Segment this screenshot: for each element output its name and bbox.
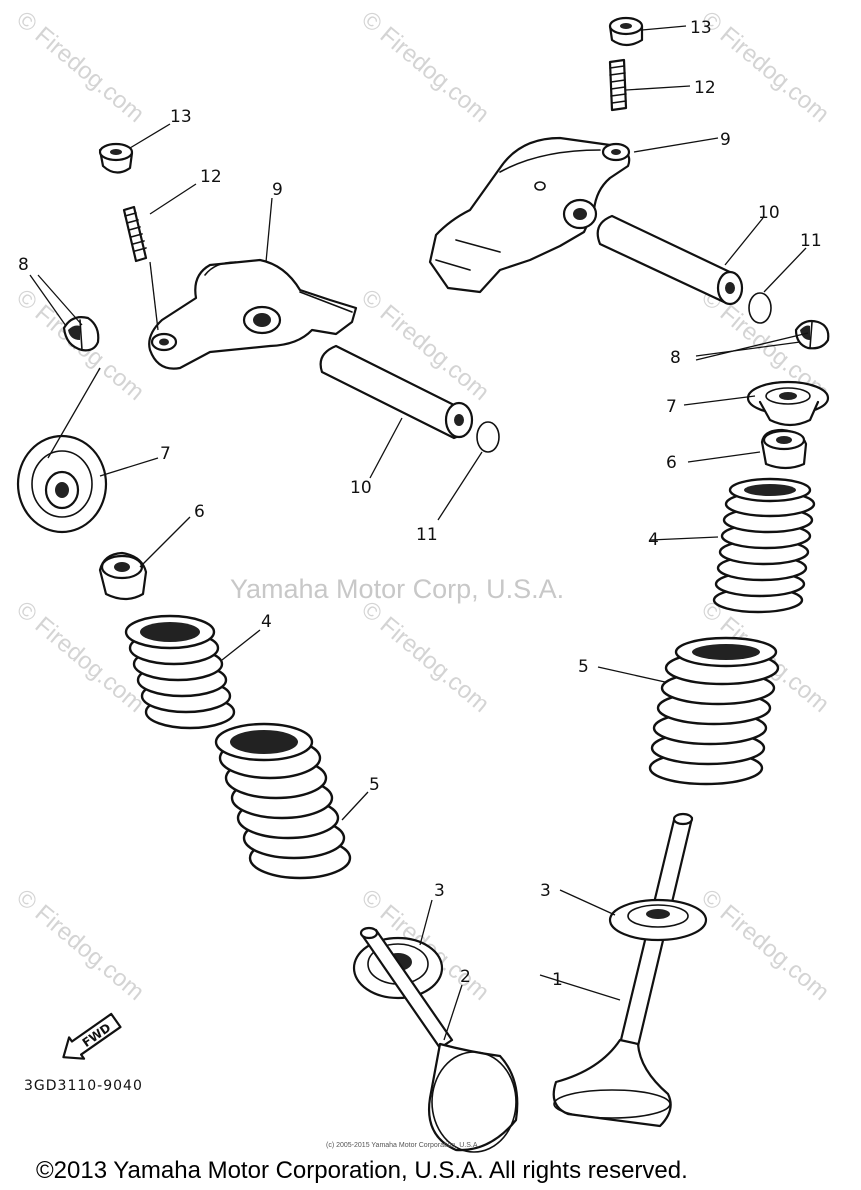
label-part-6-left: 6: [194, 502, 205, 522]
label-part-9-left: 9: [272, 180, 283, 200]
label-part-4-left: 4: [261, 612, 272, 632]
watermark-firedog: © Firedog.com: [696, 6, 834, 128]
label-part-3-right: 3: [540, 881, 551, 901]
rocker-shaft-left: [319, 344, 474, 440]
nut-right: [608, 16, 644, 47]
spring-retainer-left: [16, 434, 108, 534]
label-part-10-right: 10: [758, 203, 780, 223]
rocker-arm-right: [428, 136, 631, 294]
label-part-2: 2: [460, 967, 471, 987]
label-part-12-left: 12: [200, 167, 222, 187]
watermark-firedog: © Firedog.com: [11, 6, 149, 128]
small-copyright-text: (c) 2005-2015 Yamaha Motor Corporation, …: [326, 1142, 479, 1149]
adjusting-screw-right: [608, 58, 628, 112]
label-part-5-left: 5: [369, 775, 380, 795]
spring-seat-right: [608, 898, 708, 942]
label-part-13-right: 13: [690, 18, 712, 38]
label-part-13-left: 13: [170, 107, 192, 127]
intake-valve: [552, 812, 694, 1128]
adjusting-screw-left: [122, 205, 148, 263]
label-part-3-left: 3: [434, 881, 445, 901]
label-part-11-right: 11: [800, 231, 822, 251]
label-part-7-right: 7: [666, 397, 677, 417]
watermark-yamaha: Yamaha Motor Corp, U.S.A.: [230, 574, 564, 604]
diagram-reference-code: 3GD3110-9040: [24, 1078, 143, 1094]
outer-spring-left: [214, 722, 352, 880]
spring-retainer-right: [746, 380, 830, 427]
nut-left: [98, 142, 134, 174]
label-part-12-right: 12: [694, 78, 716, 98]
watermark-firedog: © Firedog.com: [696, 884, 834, 1006]
label-part-6-right: 6: [666, 453, 677, 473]
fwd-arrow-icon: [62, 1012, 122, 1060]
watermark-firedog: © Firedog.com: [356, 596, 494, 718]
footer-copyright: ©2013 Yamaha Motor Corporation, U.S.A. A…: [36, 1157, 688, 1184]
label-part-10-left: 10: [350, 478, 372, 498]
exhaust-valve: [359, 926, 519, 1153]
rocker-arm-left: [148, 258, 358, 370]
inner-spring-left: [124, 614, 236, 730]
label-part-11-left: 11: [416, 525, 438, 545]
o-ring-left: [476, 421, 500, 453]
valve-cotter-right: [794, 319, 830, 350]
label-part-5-right: 5: [578, 657, 589, 677]
valve-cotter-left: [62, 316, 100, 352]
forward-direction-badge: FWD: [62, 1012, 122, 1060]
watermark-firedog: © Firedog.com: [11, 596, 149, 718]
watermark-firedog: © Firedog.com: [11, 884, 149, 1006]
rocker-shaft-right: [596, 214, 744, 306]
inner-spring-right: [712, 477, 816, 614]
label-part-8-left: 8: [18, 255, 29, 275]
label-part-1: 1: [552, 970, 563, 990]
valve-stem-seal-right: [760, 428, 808, 470]
leader-lines: [29, 25, 809, 1041]
part-number-labels: 1 2 3 3 4 4 5 5 6 6 7 7 8 8 9 9 10 10 11…: [18, 18, 822, 990]
valve-stem-seal-left: [98, 551, 148, 601]
label-part-9-right: 9: [720, 130, 731, 150]
o-ring-right: [748, 292, 772, 324]
watermark-layer: © Firedog.com © Firedog.com © Firedog.co…: [11, 6, 834, 1006]
outer-spring-right: [648, 636, 780, 786]
label-part-4-right: 4: [648, 530, 659, 550]
label-part-7-left: 7: [160, 444, 171, 464]
watermark-firedog: © Firedog.com: [356, 6, 494, 128]
label-part-8-right: 8: [670, 348, 681, 368]
